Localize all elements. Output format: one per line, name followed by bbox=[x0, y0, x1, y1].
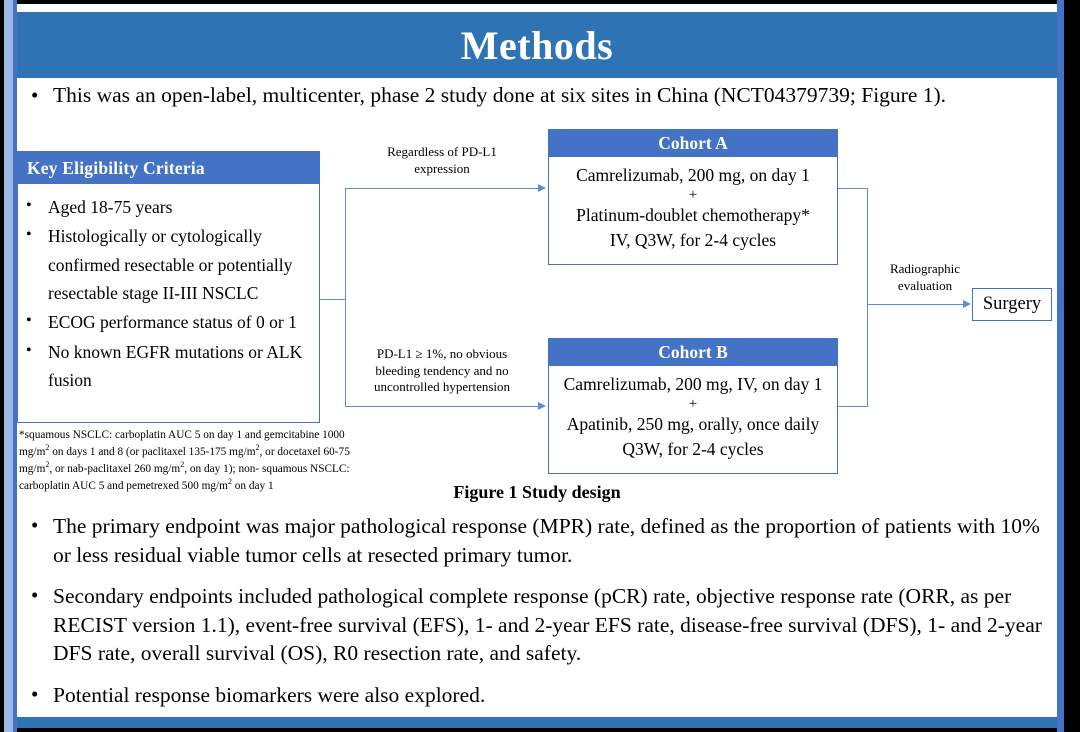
label-regardless-pdl1: Regardless of PD-L1 expression bbox=[347, 144, 537, 177]
slide-border-bottom-edge bbox=[17, 728, 1057, 732]
label-regardless-pdl1-line1: Regardless of PD-L1 bbox=[387, 144, 497, 159]
connector-from-cohort-b bbox=[838, 406, 868, 408]
cohort-a-header: Cohort A bbox=[549, 130, 837, 157]
arrow-to-cohort-a-icon bbox=[538, 184, 546, 192]
connector-to-cohort-a bbox=[345, 188, 540, 190]
cohort-b-box: Cohort B Camrelizumab, 200 mg, IV, on da… bbox=[548, 338, 838, 474]
label-radiographic-line1: Radiographic bbox=[889, 261, 961, 276]
list-item: • Potential response biomarkers were als… bbox=[31, 681, 1049, 710]
list-item: • Histologically or cytologically confir… bbox=[26, 222, 313, 307]
list-item-label: ECOG performance status of 0 or 1 bbox=[48, 312, 297, 333]
list-item-label: Aged 18-75 years bbox=[48, 197, 173, 217]
slide-border-left-light bbox=[4, 0, 13, 732]
list-item-label: The primary endpoint was major pathologi… bbox=[53, 514, 1040, 567]
eligibility-header: Key Eligibility Criteria bbox=[18, 152, 319, 184]
bullet-marker: • bbox=[26, 197, 32, 214]
bullet-marker: • bbox=[31, 583, 39, 608]
cohort-a-plus: + bbox=[688, 186, 698, 203]
surgery-box: Surgery bbox=[972, 288, 1052, 321]
cohort-b-line2: Apatinib, 250 mg, orally, once daily bbox=[566, 413, 820, 434]
connector-to-cohort-b bbox=[345, 406, 540, 408]
list-item-label: Secondary endpoints included pathologica… bbox=[53, 584, 1042, 666]
footnote-line2d: , on day 1); non- bbox=[184, 462, 260, 475]
figure-caption: Figure 1 Study design bbox=[453, 482, 621, 502]
cohort-a-line1: Camrelizumab, 200 mg, on day 1 bbox=[576, 165, 810, 185]
cohort-b-line3: Q3W, for 2-4 cycles bbox=[622, 438, 764, 459]
cohort-b-header: Cohort B bbox=[549, 339, 837, 366]
footnote-line1b: on days 1 and 8 (or bbox=[49, 445, 140, 458]
list-item: • The primary endpoint was major patholo… bbox=[31, 512, 1049, 569]
list-item: • No known EGFR mutations or ALK fusion bbox=[26, 338, 313, 395]
cohort-b-plus: + bbox=[688, 395, 698, 412]
slide-border-left-dark bbox=[13, 0, 17, 732]
chemotherapy-footnote: *squamous NSCLC: carboplatin AUC 5 on da… bbox=[19, 428, 367, 493]
surgery-label: Surgery bbox=[982, 294, 1042, 314]
page-title: Methods bbox=[460, 22, 614, 68]
connector-eligibility-stub bbox=[320, 299, 346, 301]
eligibility-criteria-box: Key Eligibility Criteria • Aged 18-75 ye… bbox=[17, 151, 320, 423]
cohort-b-line1: Camrelizumab, 200 mg, IV, on day 1 bbox=[563, 374, 823, 394]
bullet-marker: • bbox=[31, 681, 39, 706]
list-item: • ECOG performance status of 0 or 1 bbox=[26, 308, 313, 336]
footnote-line3: squamous NSCLC: carboplatin AUC 5 and pe… bbox=[19, 462, 350, 492]
cohort-b-body: Camrelizumab, 200 mg, IV, on day 1 + Apa… bbox=[549, 366, 837, 462]
arrow-to-surgery-icon bbox=[963, 300, 971, 308]
arrow-to-cohort-b-icon bbox=[538, 402, 546, 410]
footnote-line3b: on day 1 bbox=[231, 479, 274, 492]
list-item-label: Potential response biomarkers were also … bbox=[53, 682, 486, 707]
cohort-a-box: Cohort A Camrelizumab, 200 mg, on day 1 … bbox=[548, 129, 838, 265]
intro-bullet: • This was an open-label, multicenter, p… bbox=[31, 82, 1051, 110]
footnote-sup2: 2 bbox=[255, 443, 260, 453]
bullet-marker: • bbox=[26, 226, 32, 244]
connector-from-cohort-a bbox=[838, 188, 868, 190]
footnote-line1: *squamous NSCLC: carboplatin AUC 5 on da… bbox=[19, 429, 345, 458]
footnote-line2b: , or docetaxel 60-75 mg/m bbox=[19, 445, 350, 475]
label-pdl1-criteria: PD-L1 ≥ 1%, no obvious bleeding tendency… bbox=[347, 346, 537, 396]
bullet-marker: • bbox=[26, 341, 32, 359]
footnote-sup1: 2 bbox=[45, 443, 50, 453]
slide-border-right bbox=[1057, 0, 1064, 732]
slide-page: Methods • This was an open-label, multic… bbox=[17, 4, 1057, 718]
slide-border-bottom bbox=[17, 717, 1057, 728]
label-radiographic-line2: evaluation bbox=[897, 277, 953, 293]
list-item: • Aged 18-75 years bbox=[26, 193, 313, 221]
label-regardless-pdl1-line2: expression bbox=[414, 160, 470, 176]
connector-to-surgery bbox=[867, 304, 965, 306]
connector-split-vertical bbox=[345, 188, 347, 407]
bullet-marker: • bbox=[31, 83, 39, 107]
connector-merge-vertical bbox=[867, 188, 869, 407]
cohort-a-line2: Platinum-doublet chemotherapy* bbox=[576, 204, 810, 225]
title-banner: Methods bbox=[17, 12, 1057, 78]
cohort-a-line3: IV, Q3W, for 2-4 cycles bbox=[609, 229, 777, 250]
list-item-label: Histologically or cytologically confirme… bbox=[48, 226, 293, 304]
footnote-sup3: 2 bbox=[45, 459, 50, 469]
footnote-line2: paclitaxel 135-175 mg/m bbox=[141, 445, 256, 458]
cohort-a-body: Camrelizumab, 200 mg, on day 1 + Platinu… bbox=[549, 157, 837, 253]
footnote-line2c: , or nab-paclitaxel 260 mg/m bbox=[49, 462, 181, 475]
bullet-marker: • bbox=[31, 513, 39, 537]
bullet-marker: • bbox=[26, 312, 32, 330]
footnote-sup5: 2 bbox=[227, 476, 232, 486]
list-item-label: No known EGFR mutations or ALK fusion bbox=[48, 341, 303, 391]
label-radiographic-evaluation: Radiographic evaluation bbox=[875, 261, 975, 294]
label-pdl1-criteria-line2: bleeding tendency and no bbox=[375, 362, 509, 378]
bottom-bullet-list: • The primary endpoint was major patholo… bbox=[31, 512, 1049, 723]
label-pdl1-criteria-line3: uncontrolled hypertension bbox=[373, 379, 511, 395]
list-item: • Secondary endpoints included pathologi… bbox=[31, 582, 1049, 668]
study-design-diagram: Key Eligibility Criteria • Aged 18-75 ye… bbox=[17, 116, 1057, 491]
intro-bullet-text: This was an open-label, multicenter, pha… bbox=[53, 83, 947, 107]
footnote-sup4: 2 bbox=[180, 459, 185, 469]
eligibility-body: • Aged 18-75 years • Histologically or c… bbox=[18, 184, 319, 399]
label-pdl1-criteria-line1: PD-L1 ≥ 1%, no obvious bbox=[376, 346, 508, 361]
